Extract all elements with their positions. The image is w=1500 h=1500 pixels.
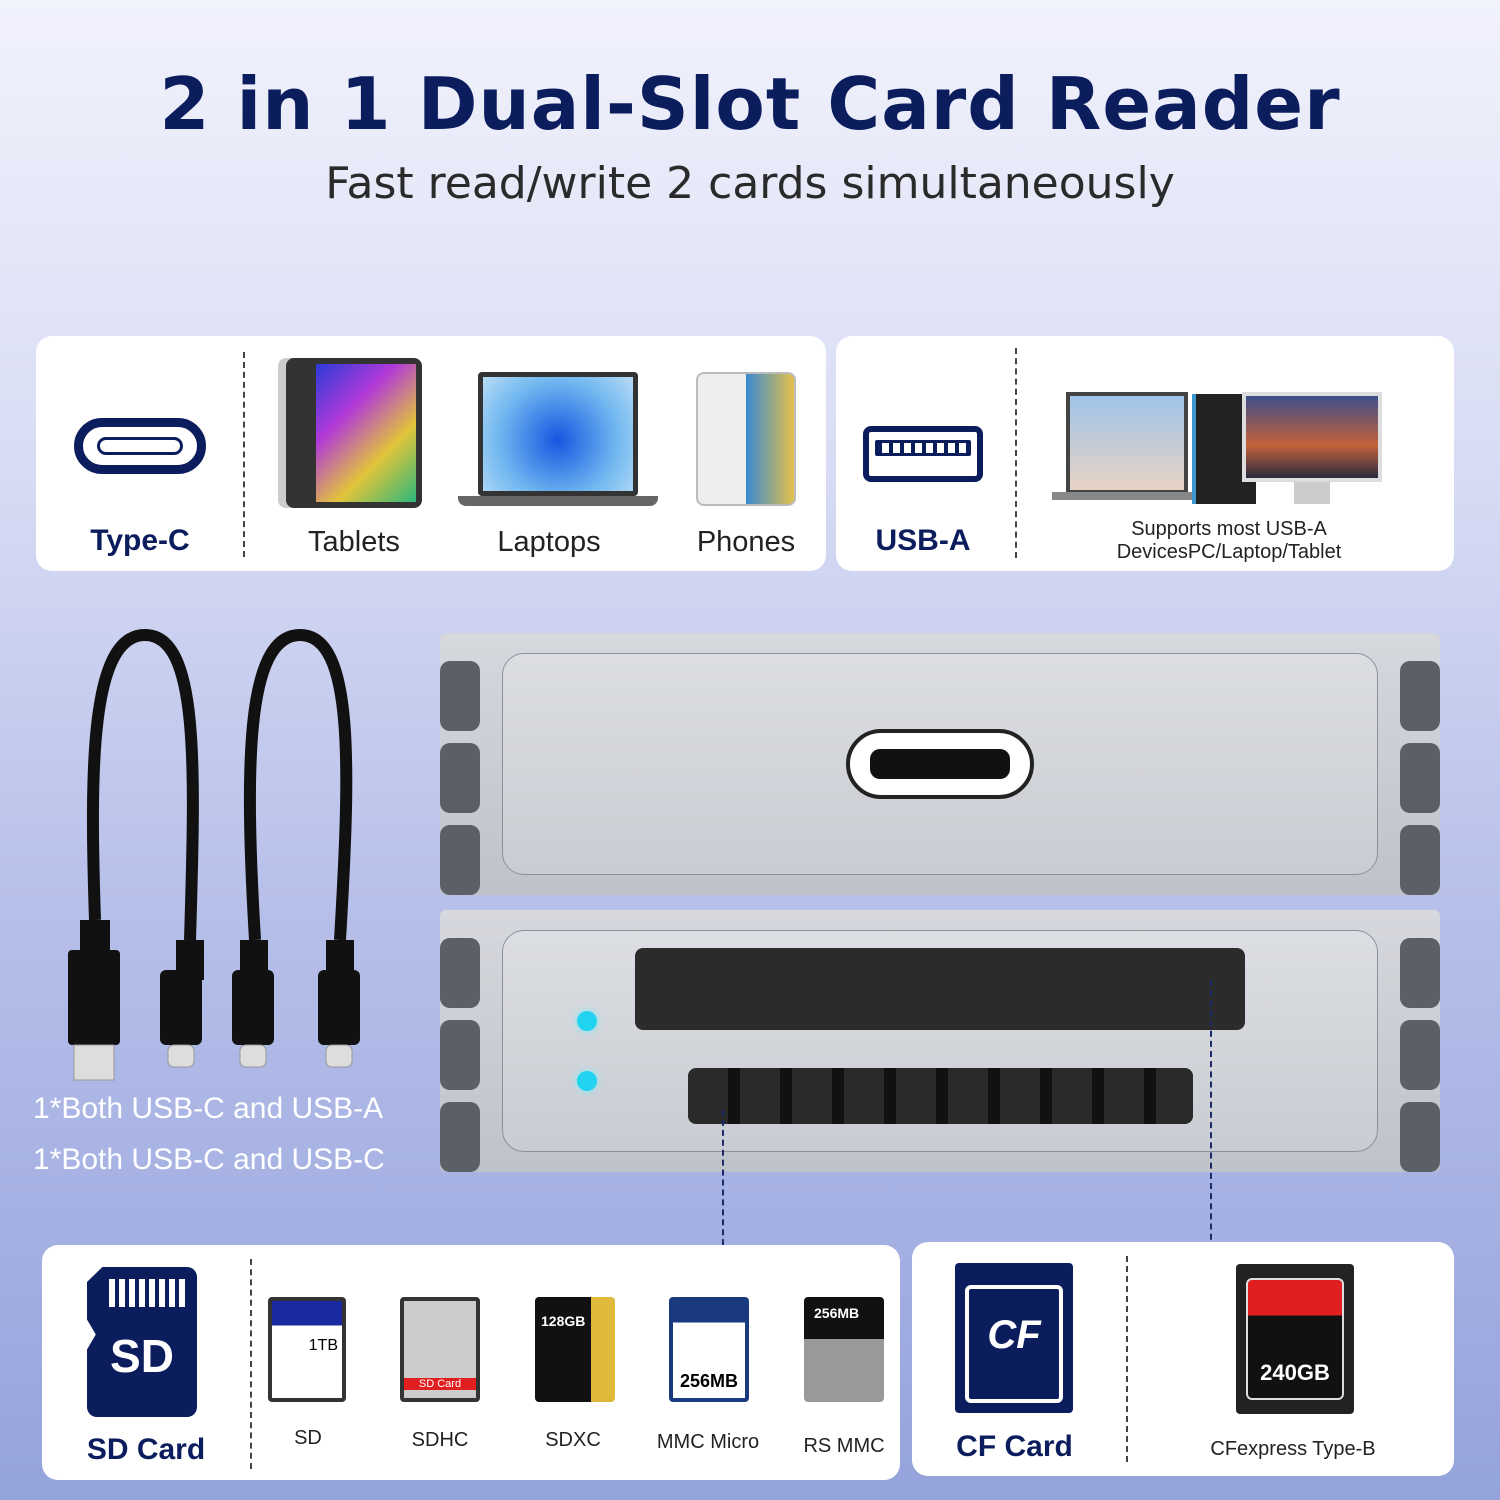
sd-icon-text: SD [110, 1330, 174, 1382]
usb-a-port-icon [863, 426, 983, 482]
laptop-pc-image [1066, 392, 1188, 494]
tablet-image [286, 358, 422, 508]
reader-front-view [440, 910, 1440, 1172]
imac-image [1242, 392, 1382, 482]
sdxc-card-image: 128GB [535, 1297, 615, 1402]
rs-mmc-card-image: 256MB [804, 1297, 884, 1402]
reader-top-view [440, 633, 1440, 895]
sd-card-title: SD Card [86, 1433, 206, 1466]
sdhc-label: SDHC [411, 1429, 469, 1451]
laptop-base [1052, 492, 1202, 500]
mmc-micro-label: MMC Micro [656, 1431, 760, 1453]
divider [1015, 348, 1017, 558]
card-face-text: SD Card [404, 1378, 476, 1390]
sd-slot-pointer [722, 1110, 724, 1265]
cf-slot-pointer [1210, 980, 1212, 1260]
page-subtitle: Fast read/write 2 cards simultaneously [325, 158, 1175, 209]
cf-card-icon: CF [955, 1263, 1073, 1413]
note-line-2: DevicesPC/Laptop/Tablet [1116, 541, 1342, 563]
card-face-text: 240GB [1246, 1278, 1344, 1400]
card-face-text: 256MB [679, 1371, 739, 1391]
card-face-text: 256MB [814, 1305, 860, 1321]
page-title: 2 in 1 Dual-Slot Card Reader [159, 62, 1341, 146]
laptop-base [458, 496, 658, 506]
typec-compat-panel: Type-C Tablets Laptops Phones [36, 336, 826, 571]
phones-label: Phones [696, 526, 796, 558]
sd-card-slot [688, 1068, 1193, 1124]
status-led [577, 1071, 597, 1091]
cables-image [68, 628, 360, 1081]
divider [243, 352, 245, 557]
tablets-label: Tablets [308, 526, 400, 558]
cf-card-title: CF Card [956, 1430, 1073, 1463]
phones-image [696, 372, 796, 506]
divider [1126, 1256, 1128, 1462]
note-line-1: Supports most USB-A [1131, 518, 1327, 540]
cable-info-1: 1*Both USB-C and USB-A [33, 1092, 384, 1125]
cf-card-slot [635, 948, 1245, 1030]
status-led [577, 1011, 597, 1031]
imac-stand [1294, 482, 1330, 504]
sd-card-image: 1TB [268, 1297, 346, 1402]
card-face-text: 1TB [308, 1337, 338, 1354]
laptops-label: Laptops [497, 526, 601, 558]
sd-label: SD [294, 1427, 322, 1449]
card-face-text: 128GB [541, 1313, 586, 1329]
usba-label: USB-A [875, 524, 971, 557]
cfexpress-label: CFexpress Type-B [1210, 1438, 1376, 1460]
sdxc-label: SDXC [545, 1429, 601, 1451]
laptop-image [478, 372, 638, 496]
cable-info-2: 1*Both USB-C and USB-C [33, 1143, 385, 1176]
usb-c-port [846, 729, 1034, 799]
mmc-micro-card-image: 256MB [669, 1297, 749, 1402]
sdhc-card-image: SD Card [400, 1297, 480, 1402]
usb-c-port-icon [74, 418, 206, 474]
rs-mmc-label: RS MMC [803, 1435, 885, 1457]
cfexpress-card-image: 240GB [1236, 1264, 1354, 1414]
divider [250, 1259, 252, 1469]
cf-icon-text: CF [965, 1285, 1063, 1403]
typec-label: Type-C [90, 524, 190, 557]
sd-card-icon: SD [87, 1267, 197, 1417]
sd-card-panel: SD SD Card 1TB SD SD Card SDHC 128GB SDX… [42, 1245, 900, 1480]
cf-card-panel: CF CF Card 240GB CFexpress Type-B [912, 1242, 1454, 1476]
